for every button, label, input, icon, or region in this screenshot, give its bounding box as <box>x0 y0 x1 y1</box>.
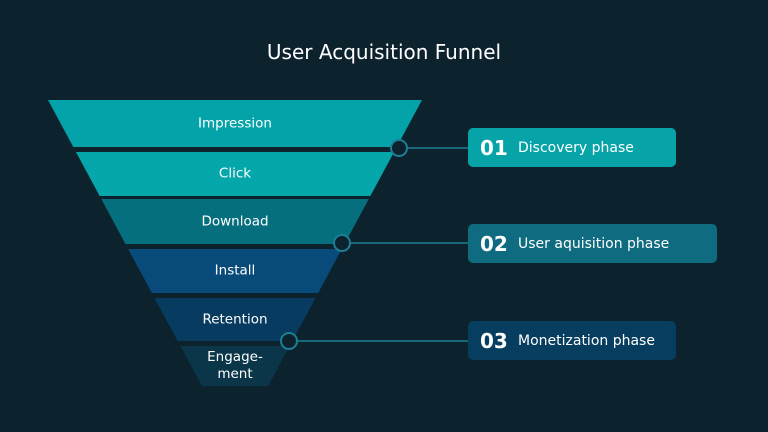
funnel-stage-label: Download <box>201 213 269 229</box>
phase-label: Discovery phase <box>518 139 634 156</box>
connector-dot <box>280 332 298 350</box>
funnel-stage-label: Impression <box>198 115 272 131</box>
phase-number: 03 <box>480 328 508 353</box>
funnel-stage-label: Install <box>214 262 256 279</box>
funnel-stage-label: Engage-ment <box>207 349 263 382</box>
funnel-stage-retention <box>154 298 316 341</box>
connector-dot <box>333 234 351 252</box>
funnel-stage-impression <box>48 100 422 147</box>
funnel-stage-download <box>101 199 369 244</box>
funnel-stage-label: Retention <box>202 311 268 327</box>
phase-box-03: 03 Monetization phase <box>468 321 676 360</box>
phase-box-01: 01 Discovery phase <box>468 128 676 167</box>
funnel-stage-click <box>75 152 395 196</box>
phase-label: Monetization phase <box>518 332 655 349</box>
funnel-stage-engagement <box>180 346 290 386</box>
phase-number: 02 <box>480 231 508 256</box>
connector-dot <box>390 139 408 157</box>
phase-label: User aquisition phase <box>518 235 670 252</box>
funnel-stage-label: Click <box>218 165 252 182</box>
page-title: User Acquisition Funnel <box>266 40 502 64</box>
funnel-stage-install <box>128 249 342 293</box>
phase-box-02: 02 User aquisition phase <box>468 224 717 263</box>
phase-number: 01 <box>480 135 508 160</box>
